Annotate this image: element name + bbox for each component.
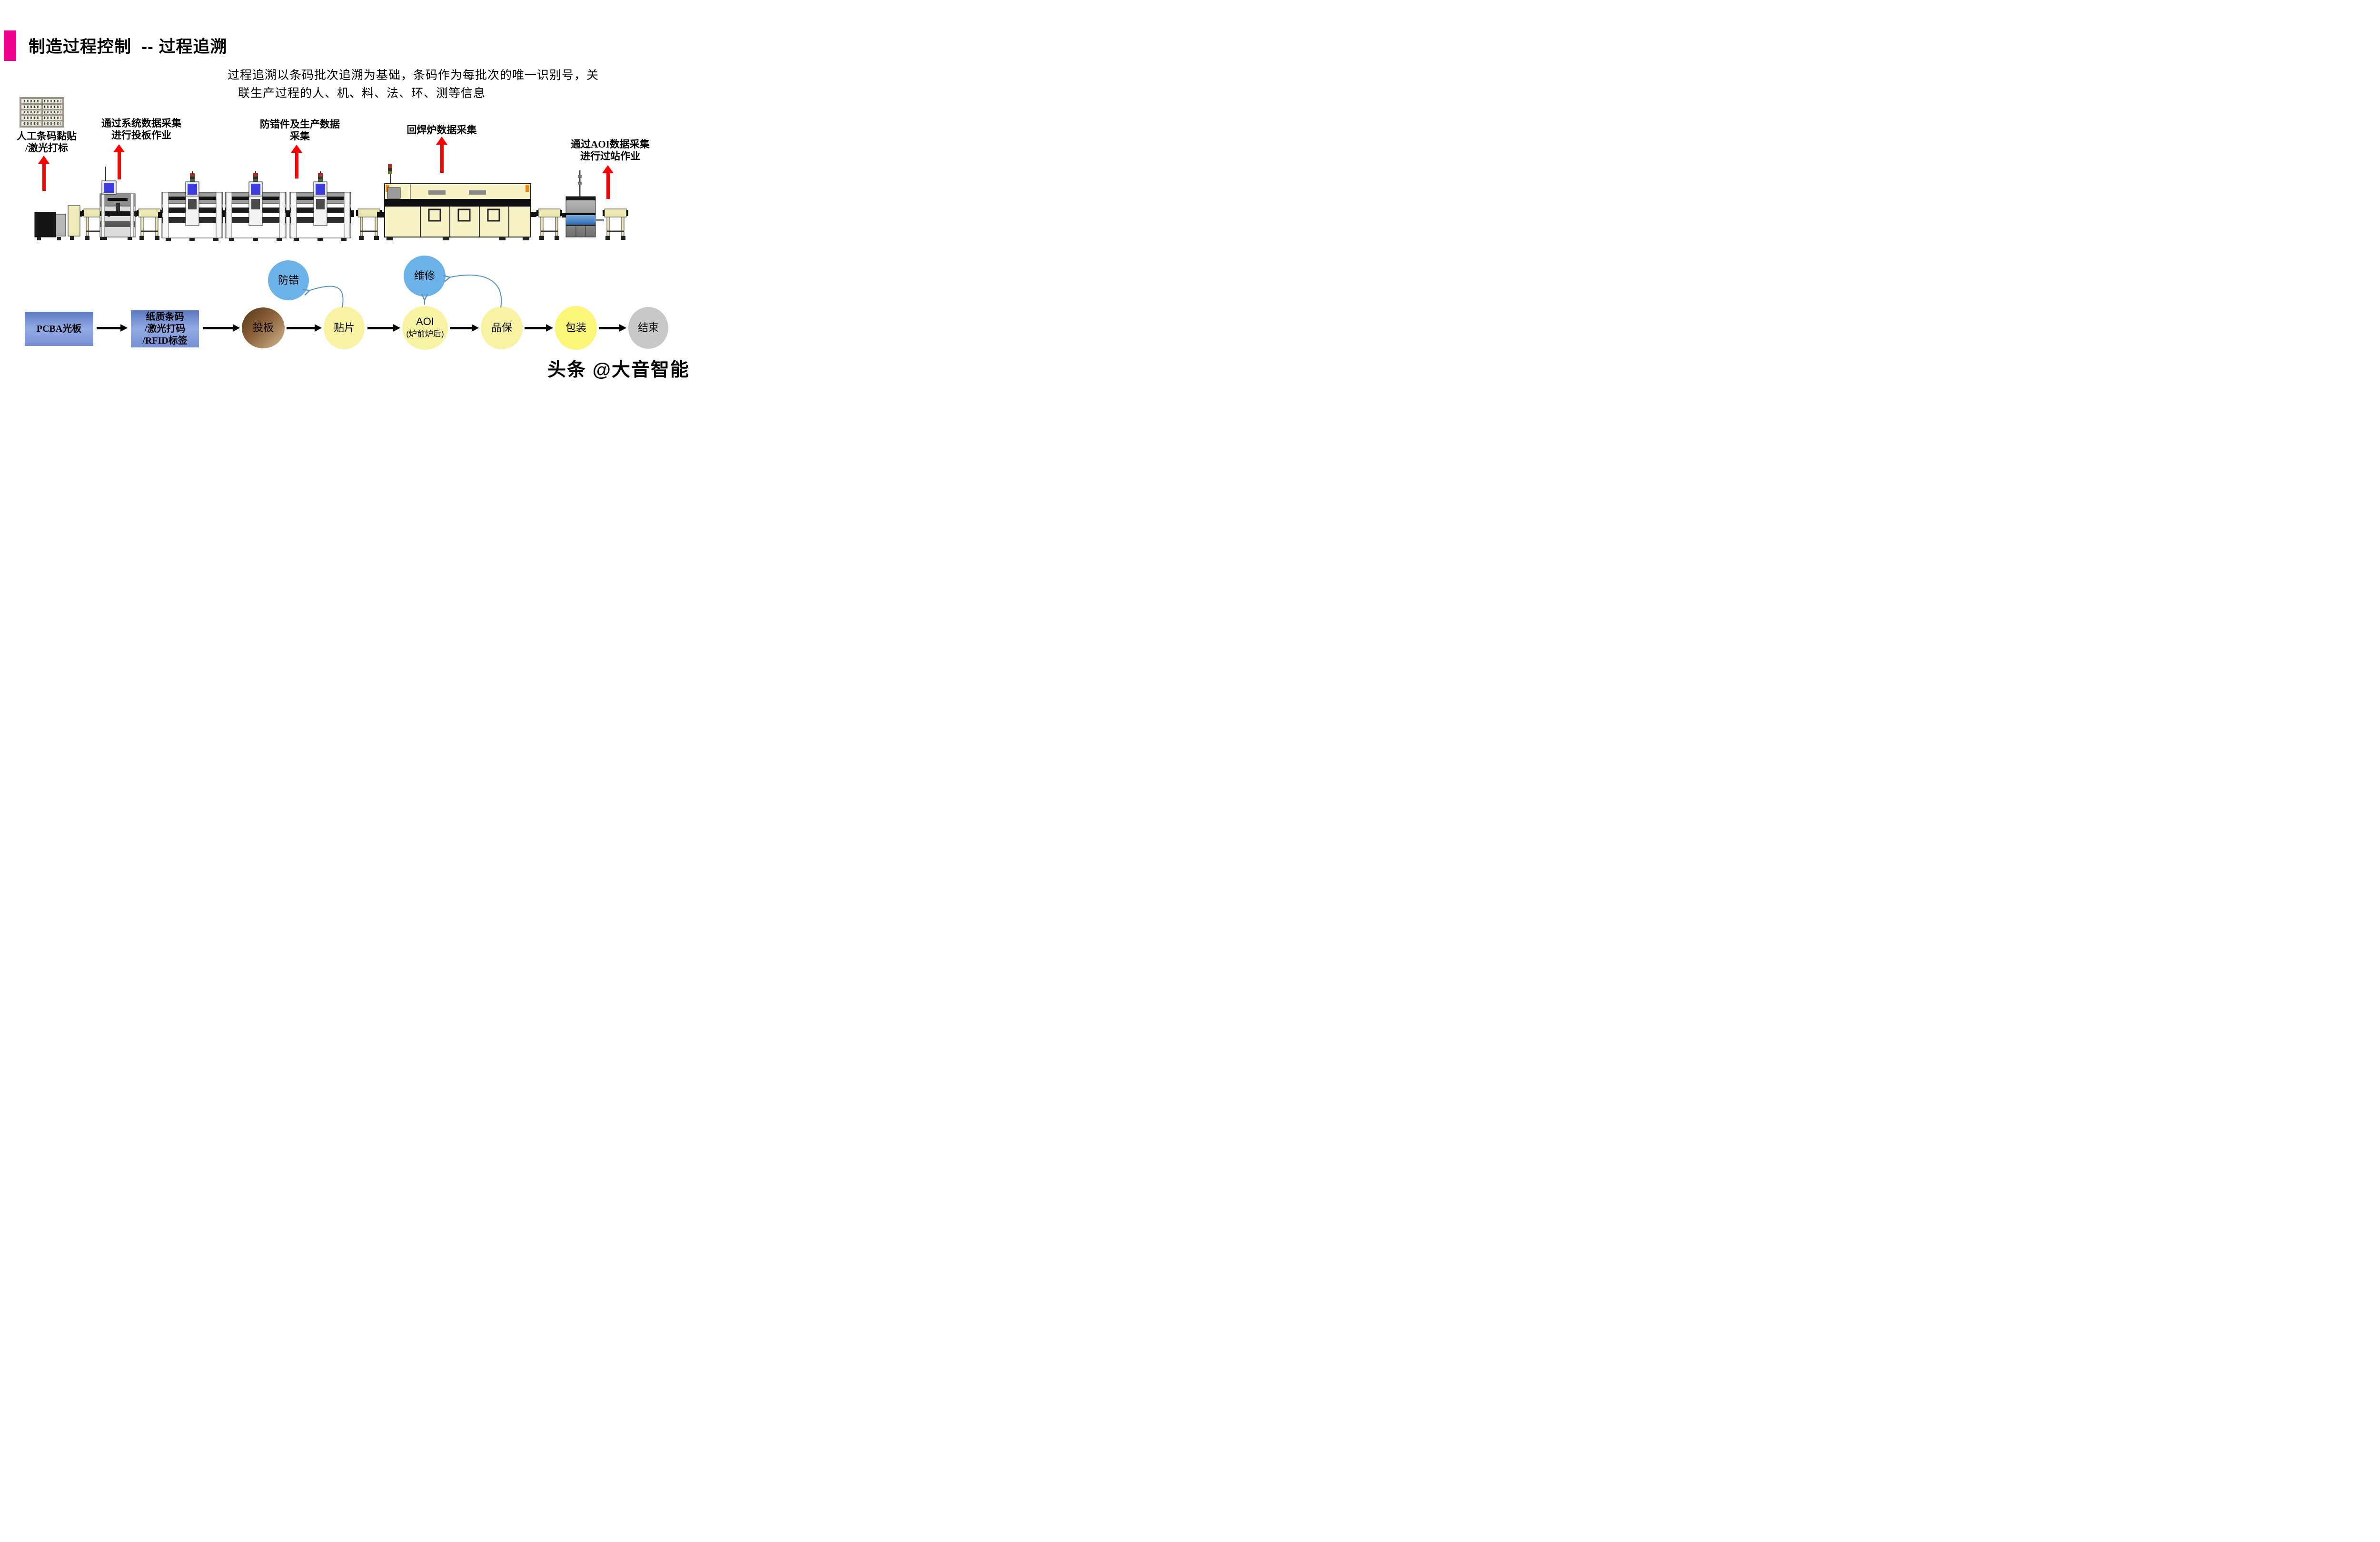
label-line: 通过系统数据采集	[101, 118, 181, 129]
barcode-label-icon	[21, 121, 41, 126]
screen-printer-machine	[99, 167, 136, 240]
watermark: 头条 @大音智能	[547, 360, 690, 380]
label-line: 进行投板作业	[111, 129, 171, 141]
label-line: 通过AOI数据采集	[571, 138, 650, 150]
flow-node-error-proof: 防错	[268, 260, 309, 300]
flow-arrow-icon	[525, 324, 553, 332]
label-error-proofing: 防错件及生产数据 采集	[259, 119, 340, 142]
label-board-loading: 通过系统数据采集 进行投板作业	[94, 118, 188, 141]
flow-box-barcode-types: 纸质条码 /激光打码 /RFID标签	[131, 310, 199, 347]
label-line: 防错件及生产数据	[260, 119, 340, 130]
barcode-label-icon	[21, 110, 41, 115]
node-label: 结束	[637, 322, 659, 334]
flow-arrow-icon	[450, 324, 479, 332]
red-up-arrow-icon	[38, 156, 50, 191]
flow-arrow-icon	[367, 324, 400, 332]
connector-pinbao-to-weixiu	[449, 274, 502, 308]
node-label: 包装	[565, 322, 586, 334]
intro-text-line1: 过程追溯以条码批次追溯为基础，条码作为每批次的唯一识别号，关	[228, 69, 599, 82]
flow-arrow-icon	[287, 324, 322, 332]
flow-box-pcba: PCBA光板	[25, 312, 93, 346]
accent-bar	[4, 30, 16, 61]
flow-box-label: /RFID标签	[142, 335, 188, 346]
node-label: 防错	[278, 274, 299, 286]
barcode-label-icon	[42, 110, 62, 115]
board-magazine	[68, 205, 80, 240]
conveyor-stand	[603, 208, 628, 240]
aoi-inspection-machine	[565, 170, 604, 237]
label-line: 进行过站作业	[580, 150, 640, 162]
label-line: 人工条码黏贴	[17, 130, 77, 142]
flow-arrow-icon	[599, 324, 626, 332]
flow-box-label: PCBA光板	[36, 323, 82, 334]
label-aoi-collect: 通过AOI数据采集 进行过站作业	[567, 138, 654, 162]
barcode-label-icon	[21, 116, 41, 120]
red-up-arrow-icon	[602, 165, 614, 199]
flow-node-packing: 包装	[555, 306, 597, 350]
flow-box-label: /激光打码	[144, 323, 186, 334]
connector-tiepian-to-fangcuo	[308, 286, 344, 308]
conveyor-couplers	[80, 210, 566, 218]
flow-node-end: 结束	[628, 307, 668, 349]
flow-box-label: 纸质条码	[146, 311, 184, 322]
barcode-label-icon	[42, 121, 62, 126]
node-label: AOI	[416, 316, 434, 327]
label-line: 采集	[290, 130, 310, 142]
flow-node-repair: 维修	[404, 256, 446, 297]
conveyor-stand	[536, 208, 562, 240]
pick-and-place-machine-2	[225, 171, 287, 241]
pick-and-place-machine-1	[161, 171, 223, 241]
node-label: 品保	[491, 322, 512, 334]
flow-node-placement: 贴片	[324, 306, 365, 349]
flow-node-qa: 品保	[481, 306, 523, 349]
barcode-label-icon	[21, 99, 41, 103]
flow-node-board-release: 投板	[242, 307, 285, 348]
flow-arrow-icon	[203, 324, 240, 332]
barcode-labels-photo	[20, 97, 64, 128]
node-label: 维修	[414, 270, 435, 282]
flow-arrow-icon	[97, 324, 128, 332]
node-label: (炉前炉后)	[406, 329, 444, 338]
board-loader-machine	[34, 212, 66, 240]
label-line: 回焊炉数据采集	[407, 124, 477, 136]
red-up-arrow-icon	[436, 137, 447, 173]
reflow-oven	[384, 164, 531, 240]
barcode-label-icon	[42, 99, 62, 103]
flow-node-aoi: AOI (炉前炉后)	[402, 306, 448, 350]
label-manual-barcode: 人工条码黏贴 /激光打标	[9, 130, 85, 154]
barcode-label-icon	[21, 104, 41, 109]
label-line: /激光打标	[25, 142, 68, 154]
label-reflow-collect: 回焊炉数据采集	[401, 124, 482, 136]
pick-and-place-machine-3	[289, 171, 351, 241]
node-label: 贴片	[333, 322, 355, 334]
red-up-arrow-icon	[291, 145, 302, 178]
barcode-label-icon	[42, 104, 62, 109]
intro-text-line2: 联生产过程的人、机、料、法、环、测等信息	[238, 87, 486, 100]
page-title: 制造过程控制 -- 过程追溯	[29, 38, 228, 56]
smt-production-line	[34, 164, 628, 241]
red-up-arrow-icon	[113, 144, 125, 179]
barcode-label-icon	[42, 116, 62, 120]
node-label: 投板	[252, 322, 274, 334]
